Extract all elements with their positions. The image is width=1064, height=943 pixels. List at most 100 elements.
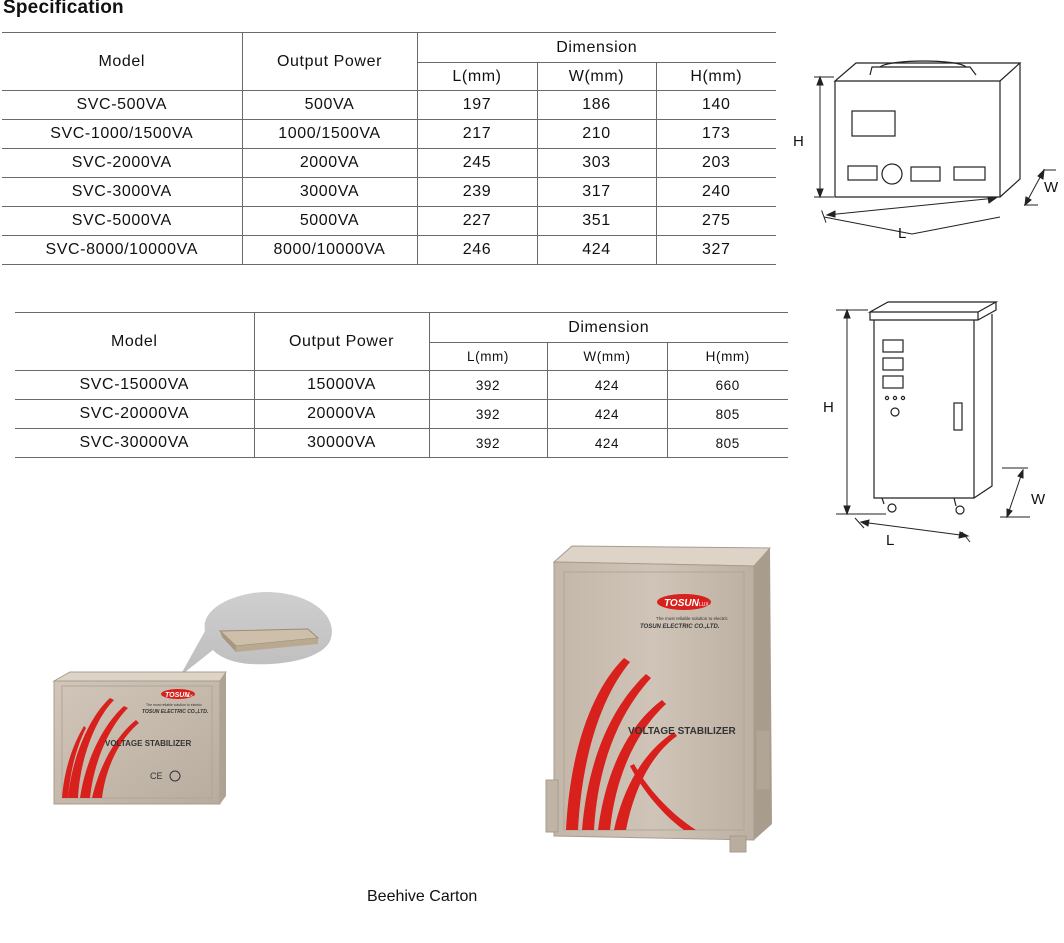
cell-length: 197 xyxy=(416,90,537,120)
cell-length: 245 xyxy=(416,148,537,178)
diagram1-w-label: W xyxy=(1044,179,1059,196)
header-length: L(mm) xyxy=(416,62,537,91)
dimension-diagram-small: H W L xyxy=(793,60,1059,242)
carton-caption: Beehive Carton xyxy=(367,888,478,905)
diagram1-l-label: L xyxy=(898,225,906,242)
cell-model: SVC-5000VA xyxy=(2,206,242,236)
cell-power: 30000VA xyxy=(253,428,429,458)
table-row: SVC-20000VA 20000VA 392 424 805 xyxy=(15,399,788,429)
cell-power: 500VA xyxy=(241,90,417,120)
header-width: W(mm) xyxy=(546,342,667,371)
cell-width: 424 xyxy=(546,399,667,429)
cell-length: 392 xyxy=(428,428,547,458)
cell-model: SVC-3000VA xyxy=(2,177,242,207)
tagline-text: The most reliable solution to electric xyxy=(146,703,202,707)
header-model: Model xyxy=(15,312,254,371)
cell-power: 20000VA xyxy=(253,399,429,429)
header-model: Model xyxy=(2,32,242,91)
carton-small-illustration: TOSUN LUX The most reliable solution to … xyxy=(52,592,332,805)
cell-power: 5000VA xyxy=(241,206,417,236)
red-stripes xyxy=(62,698,139,798)
table-header-row: Model Output Power Dimension xyxy=(2,32,776,91)
cell-model: SVC-2000VA xyxy=(2,148,242,178)
cell-length: 392 xyxy=(428,399,547,429)
cell-height: 240 xyxy=(655,177,776,207)
cell-model: SVC-30000VA xyxy=(15,428,254,458)
header-output-power: Output Power xyxy=(253,312,429,371)
cell-power: 1000/1500VA xyxy=(241,119,417,149)
cell-power: 3000VA xyxy=(241,177,417,207)
table-row: SVC-500VA 500VA 197 186 140 xyxy=(2,90,776,120)
table-subheader-row: L(mm) W(mm) H(mm) xyxy=(15,342,788,371)
product-name-text: VOLTAGE STABILIZER xyxy=(628,726,737,737)
tosun-logo xyxy=(657,594,711,610)
spec-table-small: Model Output Power Dimension L(mm) W(mm)… xyxy=(2,32,776,265)
table-row: SVC-5000VA 5000VA 227 351 275 xyxy=(2,206,776,236)
company-text: TOSUN ELECTRIC CO.,LTD. xyxy=(640,624,720,630)
diagram2-w-label: W xyxy=(1031,491,1046,508)
carton-large-illustration: TOSUN LUX The most reliable solution to … xyxy=(545,545,772,853)
cell-height: 327 xyxy=(655,235,776,265)
cell-model: SVC-500VA xyxy=(2,90,242,120)
diagram2-l-label: L xyxy=(886,532,894,549)
tagline-text: The most reliable solution to electric xyxy=(656,616,729,621)
zoom-callout xyxy=(180,592,332,676)
brand-logo-text: TOSUN xyxy=(664,598,700,609)
table-row: SVC-8000/10000VA 8000/10000VA 246 424 32… xyxy=(2,235,776,265)
cell-width: 317 xyxy=(536,177,656,207)
spec-table-large: Model Output Power Dimension L(mm) W(mm)… xyxy=(15,312,788,458)
cell-length: 246 xyxy=(416,235,537,265)
cell-height: 275 xyxy=(655,206,776,236)
cell-model: SVC-20000VA xyxy=(15,399,254,429)
header-length: L(mm) xyxy=(428,342,547,371)
cell-length: 239 xyxy=(416,177,537,207)
diagram2-h-label: H xyxy=(823,399,834,416)
cell-power: 15000VA xyxy=(253,370,429,400)
table-subheader-row: L(mm) W(mm) H(mm) xyxy=(2,62,776,91)
brand-sub-text: LUX xyxy=(186,694,193,698)
table-row: SVC-3000VA 3000VA 239 317 240 xyxy=(2,177,776,207)
header-height: H(mm) xyxy=(655,62,776,91)
cell-height: 173 xyxy=(655,119,776,149)
tosun-logo xyxy=(161,689,195,699)
cell-height: 203 xyxy=(655,148,776,178)
brand-logo-text: TOSUN xyxy=(165,692,190,699)
cell-width: 424 xyxy=(536,235,656,265)
cell-width: 424 xyxy=(546,370,667,400)
ce-mark: CE xyxy=(150,771,163,781)
header-dimension: Dimension xyxy=(416,32,776,63)
cell-height: 805 xyxy=(666,428,788,458)
cell-width: 424 xyxy=(546,428,667,458)
table-row: SVC-2000VA 2000VA 245 303 203 xyxy=(2,148,776,178)
red-stripes xyxy=(566,658,696,830)
cell-width: 186 xyxy=(536,90,656,120)
cell-model: SVC-1000/1500VA xyxy=(2,119,242,149)
certification-icon xyxy=(169,770,181,782)
brand-sub-text: LUX xyxy=(699,602,709,608)
cell-length: 227 xyxy=(416,206,537,236)
table-row: SVC-30000VA 30000VA 392 424 805 xyxy=(15,428,788,458)
cell-width: 210 xyxy=(536,119,656,149)
cell-width: 351 xyxy=(536,206,656,236)
cell-power: 2000VA xyxy=(241,148,417,178)
page-title: Specification xyxy=(3,0,124,18)
header-height: H(mm) xyxy=(666,342,788,371)
header-width: W(mm) xyxy=(536,62,656,91)
product-name-text: VOLTAGE STABILIZER xyxy=(105,739,191,748)
header-output-power: Output Power xyxy=(241,32,417,91)
cell-height: 805 xyxy=(666,399,788,429)
table-row: SVC-1000/1500VA 1000/1500VA 217 210 173 xyxy=(2,119,776,149)
dimension-diagram-large: H W L xyxy=(823,301,1046,549)
cell-model: SVC-8000/10000VA xyxy=(2,235,242,265)
header-dimension: Dimension xyxy=(428,312,788,343)
cell-model: SVC-15000VA xyxy=(15,370,254,400)
table-header-row: Model Output Power Dimension xyxy=(15,312,788,371)
cell-length: 217 xyxy=(416,119,537,149)
cell-width: 303 xyxy=(536,148,656,178)
table-row: SVC-15000VA 15000VA 392 424 660 xyxy=(15,370,788,400)
cell-height: 660 xyxy=(666,370,788,400)
cell-length: 392 xyxy=(428,370,547,400)
cell-power: 8000/10000VA xyxy=(241,235,417,265)
company-text: TOSUN ELECTRIC CO.,LTD. xyxy=(142,709,208,715)
diagram1-h-label: H xyxy=(793,133,804,150)
